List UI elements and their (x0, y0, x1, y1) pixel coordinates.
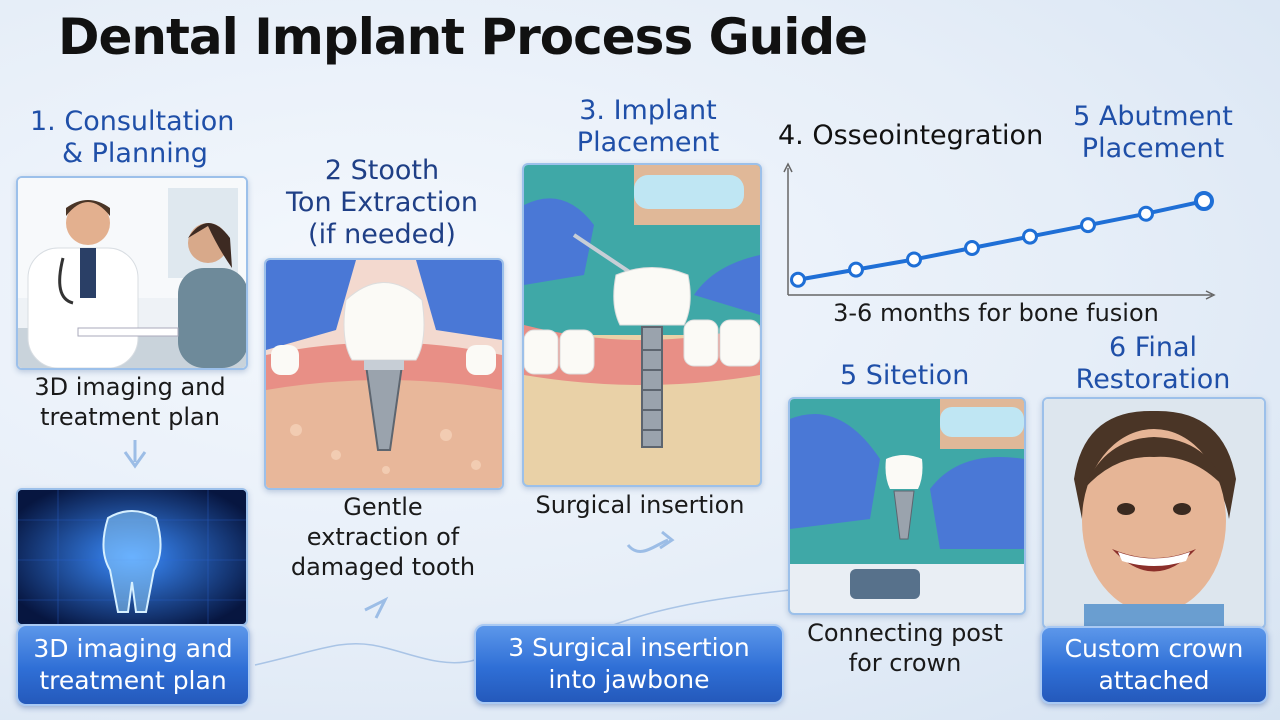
implant-placement-photo (522, 163, 762, 487)
step3-heading-line1: 3. Implant (579, 95, 717, 126)
consultation-photo (16, 176, 248, 370)
implant-surgery-illustration (524, 165, 760, 485)
step2-caption-line1: Gentle (343, 493, 423, 521)
smiling-patient-illustration (1044, 399, 1264, 627)
page-title: Dental Implant Process Guide (58, 8, 868, 66)
step2-caption-line2: extraction of (306, 523, 460, 551)
step6-pill-line1: Custom crown (1064, 634, 1244, 663)
chart-point (1022, 228, 1038, 245)
tooth-extraction-illustration (266, 260, 502, 488)
imaging-scan-photo (16, 488, 248, 626)
step1-caption-line1: 3D imaging and (34, 373, 226, 401)
step6-heading-line1: 6 Final (1109, 332, 1197, 363)
step1-caption: 3D imaging and treatment plan (20, 372, 240, 432)
chart-point (964, 240, 980, 257)
step1-pill: 3D imaging and treatment plan (16, 624, 250, 706)
extraction-photo (264, 258, 504, 490)
step1-heading: 1. Consultation & Planning (30, 106, 234, 170)
step6-pill-line2: attached (1098, 666, 1210, 695)
step5-sub-heading: 5 Sitetion (840, 360, 970, 391)
chart-point (1080, 217, 1096, 234)
step3-caption: Surgical insertion (535, 491, 745, 519)
chart-point (790, 271, 806, 288)
step2-heading-line2: Ton Extraction (286, 187, 478, 218)
step3-pill-line1: 3 Surgical insertion (508, 633, 750, 662)
step2-heading-line3: (if needed) (308, 219, 456, 250)
step5-caption-line1: Connecting post (807, 619, 1003, 647)
osseointegration-chart (783, 162, 1216, 300)
step2-caption-line3: damaged tooth (290, 553, 476, 581)
chart-trend-line (797, 199, 1205, 282)
consultation-illustration (18, 178, 246, 368)
step6-heading-line2: Restoration (1075, 364, 1231, 395)
chart-point (848, 261, 864, 278)
step3-heading-line2: Placement (576, 127, 720, 158)
step1-heading-line1: 1. Consultation (30, 106, 235, 137)
step1-pill-line2: treatment plan (39, 666, 227, 695)
step1-pill-line1: 3D imaging and (33, 634, 233, 663)
step5-caption: Connecting post for crown (790, 618, 1020, 678)
step1-heading-line2: & Planning (62, 138, 208, 169)
step2-heading-line1: 2 Stooth (324, 155, 440, 186)
step4-heading: 4. Osseointegration (778, 120, 1044, 151)
step3-pill: 3 Surgical insertion into jawbone (474, 624, 784, 704)
step3-heading: 3. Implant Placement (528, 95, 768, 159)
step5-heading: 5 Abutment Placement (1050, 101, 1256, 165)
patient-smile-photo (1042, 397, 1266, 629)
chart-point (906, 251, 922, 268)
step2-caption: Gentle extraction of damaged tooth (266, 492, 500, 582)
step5-heading-line1: 5 Abutment (1073, 101, 1233, 132)
step2-heading: 2 Stooth Ton Extraction (if needed) (262, 155, 502, 251)
step1-caption-line2: treatment plan (40, 403, 220, 431)
chart-point (1194, 191, 1214, 212)
step4-caption: 3-6 months for bone fusion (833, 299, 1159, 327)
step5-heading-line2: Placement (1081, 133, 1225, 164)
step6-pill: Custom crown attached (1040, 626, 1268, 704)
abutment-illustration (790, 399, 1024, 613)
step5-caption-line2: for crown (848, 649, 962, 677)
tooth-scan-illustration (18, 490, 246, 624)
chart-point (1138, 205, 1154, 222)
step6-heading: 6 Final Restoration (1040, 332, 1266, 396)
step3-pill-line2: into jawbone (548, 665, 710, 694)
abutment-photo (788, 397, 1026, 615)
